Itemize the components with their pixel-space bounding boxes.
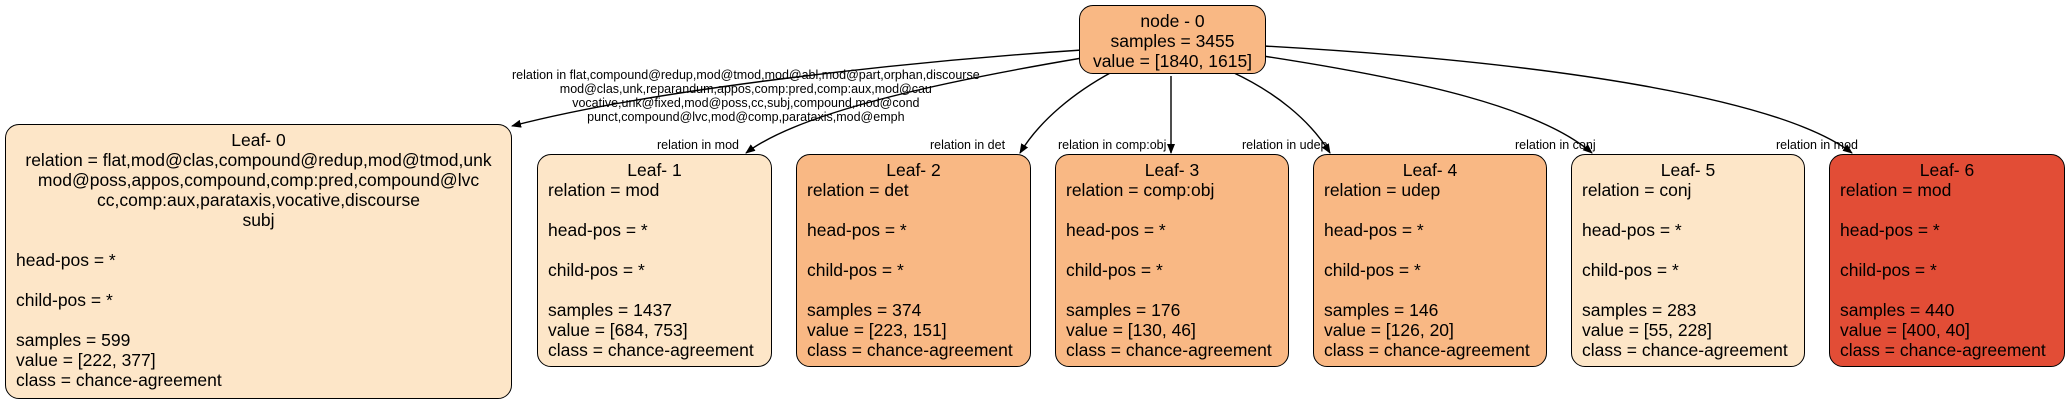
edge-to-leaf-5 [1262,55,1593,154]
edge-label-leaf-5: relation in conj [1515,138,1596,152]
edge-label-line: punct,compound@lvc,mod@comp,parataxis,mo… [587,110,905,124]
leaf-title: Leaf- 2 [886,160,941,180]
edge-label-leaf-0: relation in flat,compound@redup,mod@tmod… [512,68,980,124]
leaf-value: value = [130, 46] [1066,320,1196,340]
leaf-node-1: Leaf- 1 relation = mod head-pos = * chil… [537,154,772,367]
leaf-class: class = chance-agreement [1066,340,1272,360]
leaf-child-pos: child-pos = * [807,260,904,280]
edge-label-leaf-6: relation in mod [1776,138,1858,152]
leaf-class: class = chance-agreement [1324,340,1530,360]
leaf-class: class = chance-agreement [16,370,222,390]
leaf-head-pos: head-pos = * [807,220,907,240]
leaf-child-pos: child-pos = * [1582,260,1679,280]
edge-label-line: relation in flat,compound@redup,mod@tmod… [512,68,980,82]
leaf-head-pos: head-pos = * [16,250,116,270]
leaf-samples: samples = 599 [16,330,131,350]
leaf-relation-line: relation = flat,mod@clas,compound@redup,… [25,150,492,170]
edge-label-line: mod@clas,unk,reparandum,appos,comp:pred,… [559,82,932,96]
leaf-class: class = chance-agreement [807,340,1013,360]
leaf-title: Leaf- 0 [231,130,286,150]
leaf-head-pos: head-pos = * [1840,220,1940,240]
leaf-relation-line: mod@poss,appos,compound,comp:pred,compou… [37,170,480,190]
edge-to-leaf-6 [1263,45,1853,154]
edge-label-leaf-2: relation in det [930,138,1006,152]
edge-label-leaf-1: relation in mod [657,138,739,152]
node-samples: samples = 3455 [1110,31,1235,51]
edge-label-leaf-4: relation in udep [1242,138,1328,152]
leaf-relation-line: relation = det [807,180,909,200]
leaf-child-pos: child-pos = * [1840,260,1937,280]
leaf-node-6: Leaf- 6 relation = mod head-pos = * chil… [1829,154,2065,367]
edge-to-leaf-2 [1019,71,1113,154]
leaf-title: Leaf- 4 [1402,160,1458,180]
leaf-relation-line: relation = udep [1324,180,1441,200]
leaf-value: value = [55, 228] [1582,320,1712,340]
leaf-class: class = chance-agreement [548,340,754,360]
leaf-child-pos: child-pos = * [1324,260,1421,280]
leaf-relation-line: relation = mod [1840,180,1952,200]
leaf-samples: samples = 1437 [548,300,673,320]
leaf-node-4: Leaf- 4 relation = udep head-pos = * chi… [1313,154,1547,367]
leaf-head-pos: head-pos = * [548,220,648,240]
leaf-value: value = [222, 377] [16,350,156,370]
leaf-head-pos: head-pos = * [1582,220,1682,240]
leaf-title: Leaf- 3 [1144,160,1200,180]
edge-label-leaf-3: relation in comp:obj [1058,138,1167,152]
leaf-class: class = chance-agreement [1582,340,1788,360]
leaf-child-pos: child-pos = * [1066,260,1163,280]
leaf-relation-line: cc,comp:aux,parataxis,vocative,discourse [97,190,420,210]
leaf-value: value = [126, 20] [1324,320,1454,340]
leaf-relation-line: relation = conj [1582,180,1692,200]
edge-to-leaf-4 [1231,71,1331,154]
leaf-node-5: Leaf- 5 relation = conj head-pos = * chi… [1571,154,1805,367]
leaf-node-2: Leaf- 2 relation = det head-pos = * chil… [796,154,1031,367]
edge-to-leaf-0 [511,49,1083,128]
leaf-node-0: Leaf- 0 relation = flat,mod@clas,compoun… [5,124,512,399]
leaf-relation-line: subj [242,210,275,230]
leaf-class: class = chance-agreement [1840,340,2046,360]
leaf-head-pos: head-pos = * [1324,220,1424,240]
leaf-samples: samples = 440 [1840,300,1955,320]
node-title: node - 0 [1140,11,1205,31]
leaf-relation-line: relation = comp:obj [1066,180,1215,200]
edge-to-leaf-1 [745,57,1083,154]
root-node: node - 0 samples = 3455 value = [1840, 1… [1079,5,1266,74]
leaf-node-3: Leaf- 3 relation = comp:obj head-pos = *… [1055,154,1289,367]
leaf-samples: samples = 176 [1066,300,1181,320]
leaf-title: Leaf- 1 [627,160,682,180]
leaf-relation-line: relation = mod [548,180,660,200]
leaf-child-pos: child-pos = * [548,260,645,280]
leaf-child-pos: child-pos = * [16,290,113,310]
leaf-title: Leaf- 5 [1660,160,1716,180]
leaf-head-pos: head-pos = * [1066,220,1166,240]
leaf-samples: samples = 283 [1582,300,1697,320]
leaf-title: Leaf- 6 [1919,160,1975,180]
edge-label-line: vocative,unk@fixed,mod@poss,cc,subj,comp… [572,96,920,110]
leaf-value: value = [684, 753] [548,320,688,340]
leaf-samples: samples = 146 [1324,300,1439,320]
leaf-samples: samples = 374 [807,300,922,320]
node-value: value = [1840, 1615] [1092,51,1253,71]
leaf-value: value = [400, 40] [1840,320,1970,340]
leaf-value: value = [223, 151] [807,320,947,340]
